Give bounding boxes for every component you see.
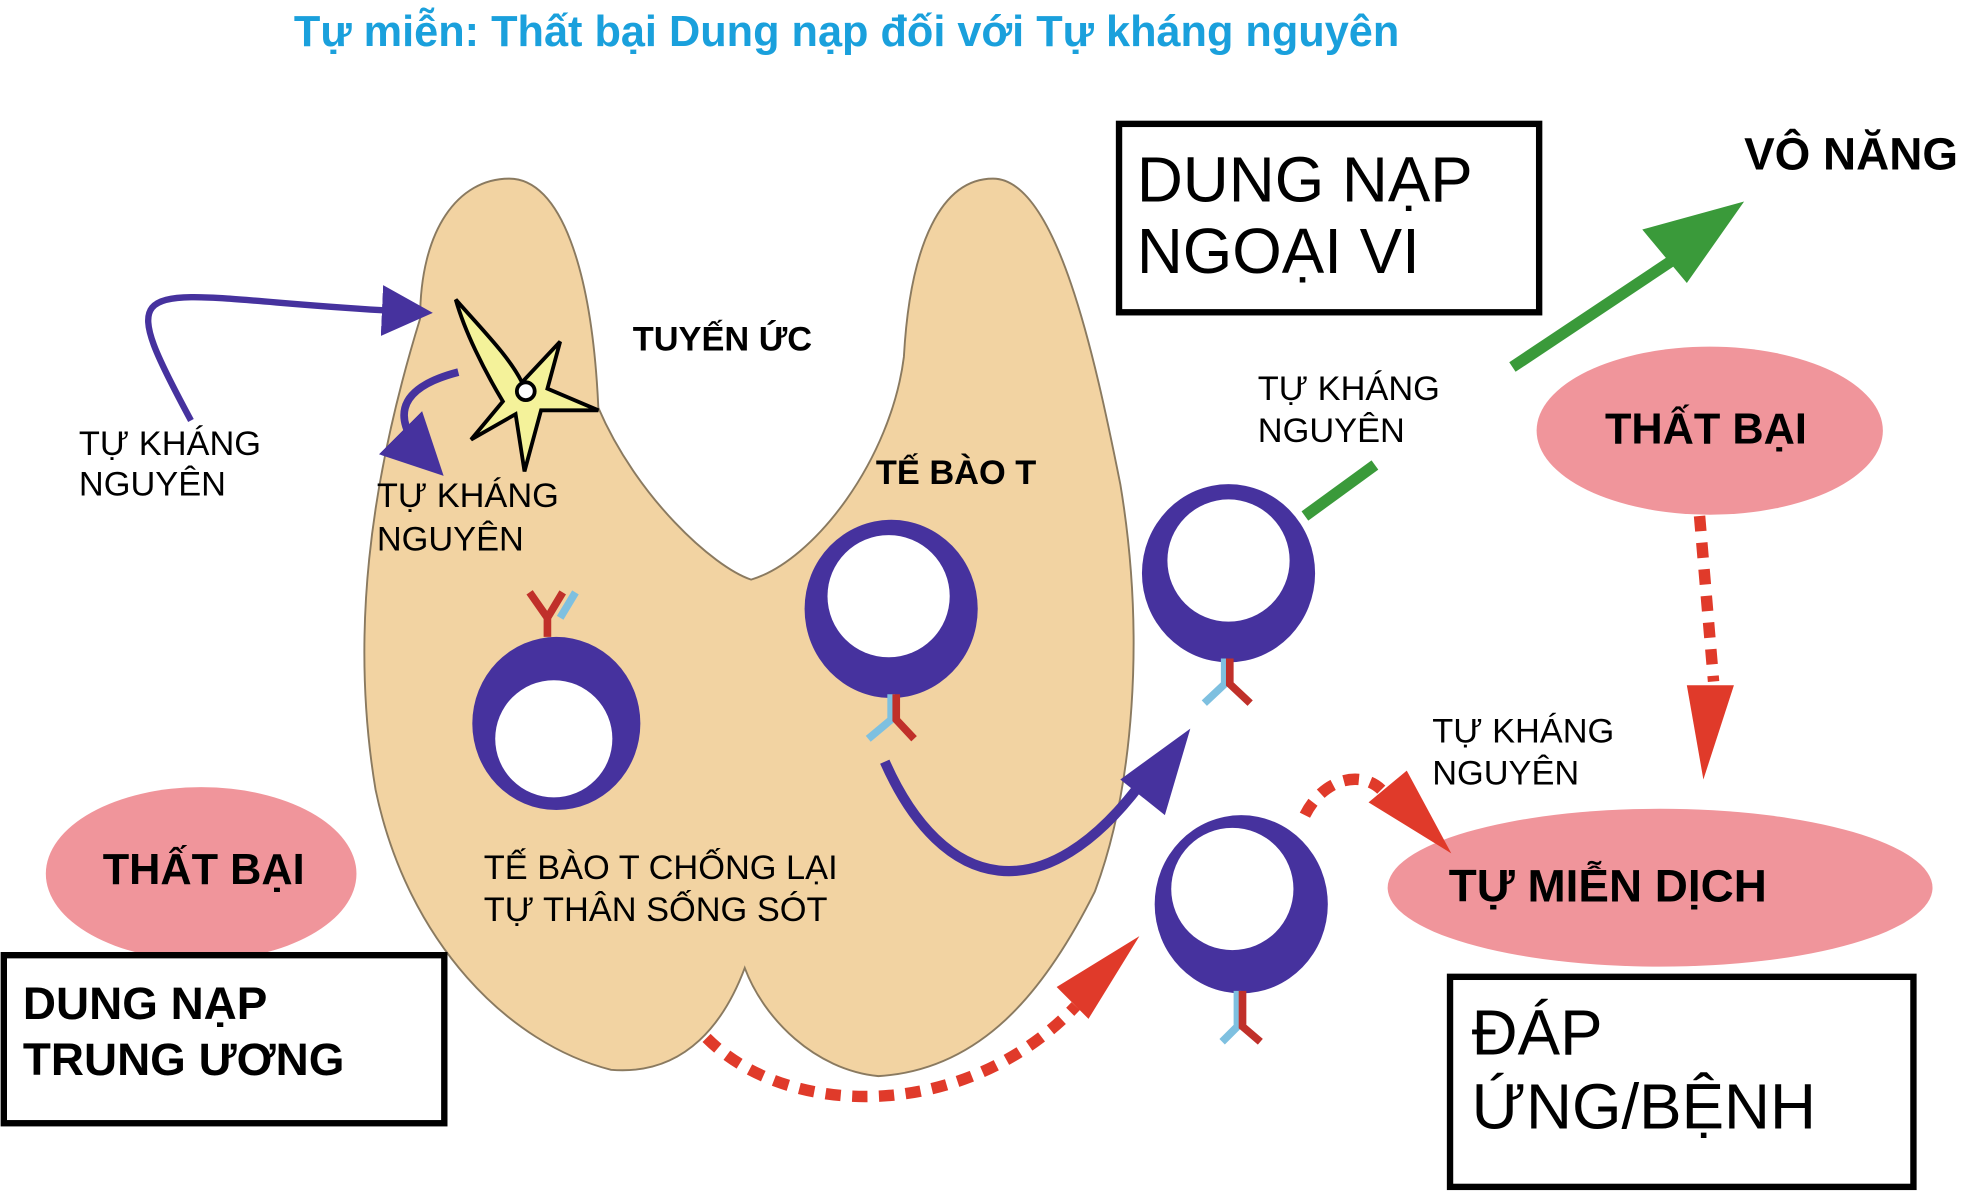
failure-ellipse-right [1536,346,1883,515]
red-arrowhead [1368,770,1452,854]
failure-ellipse-left [45,787,357,961]
red-dotted-arrows [702,515,1720,1103]
anergy-arrowhead [1642,201,1745,284]
red-arrowhead [1056,936,1140,1019]
failure-label-left: THẤT BẠI [103,846,305,894]
t-cell-icon [1141,484,1316,706]
thymus-label: TUYẾN ỨC [633,318,812,358]
autoimmunity-label: TỰ MIỄN DỊCH [1449,860,1767,912]
anergy-label: VÔ NĂNG [1744,128,1958,180]
failure-label-right: THẤT BẠI [1605,405,1807,453]
t-cell-icon [804,519,978,742]
green-line [1301,460,1379,521]
thymus-shape [363,177,1135,1078]
diagram-title: Tự miễn: Thất bại Dung nạp đối với Tự kh… [294,7,1399,56]
response-disease-box [1446,973,1917,1191]
antigen-arrow-outer [145,285,433,423]
dendritic-cell-icon [453,298,600,472]
migration-arrowhead [1120,728,1191,816]
peripheral-tolerance-box [1115,120,1543,316]
migration-arrow [880,759,1150,877]
t-cell-icon [1154,815,1328,1045]
autoimmunity-ellipse [1387,808,1933,967]
t-cell-icon [472,590,641,811]
central-tolerance-box [0,952,448,1127]
anergy-arrow [1509,250,1684,372]
red-arrowhead [1686,685,1734,780]
antigen-arrow-inner [378,368,460,476]
t-cell-label: TẾ BÀO T [876,452,1036,492]
